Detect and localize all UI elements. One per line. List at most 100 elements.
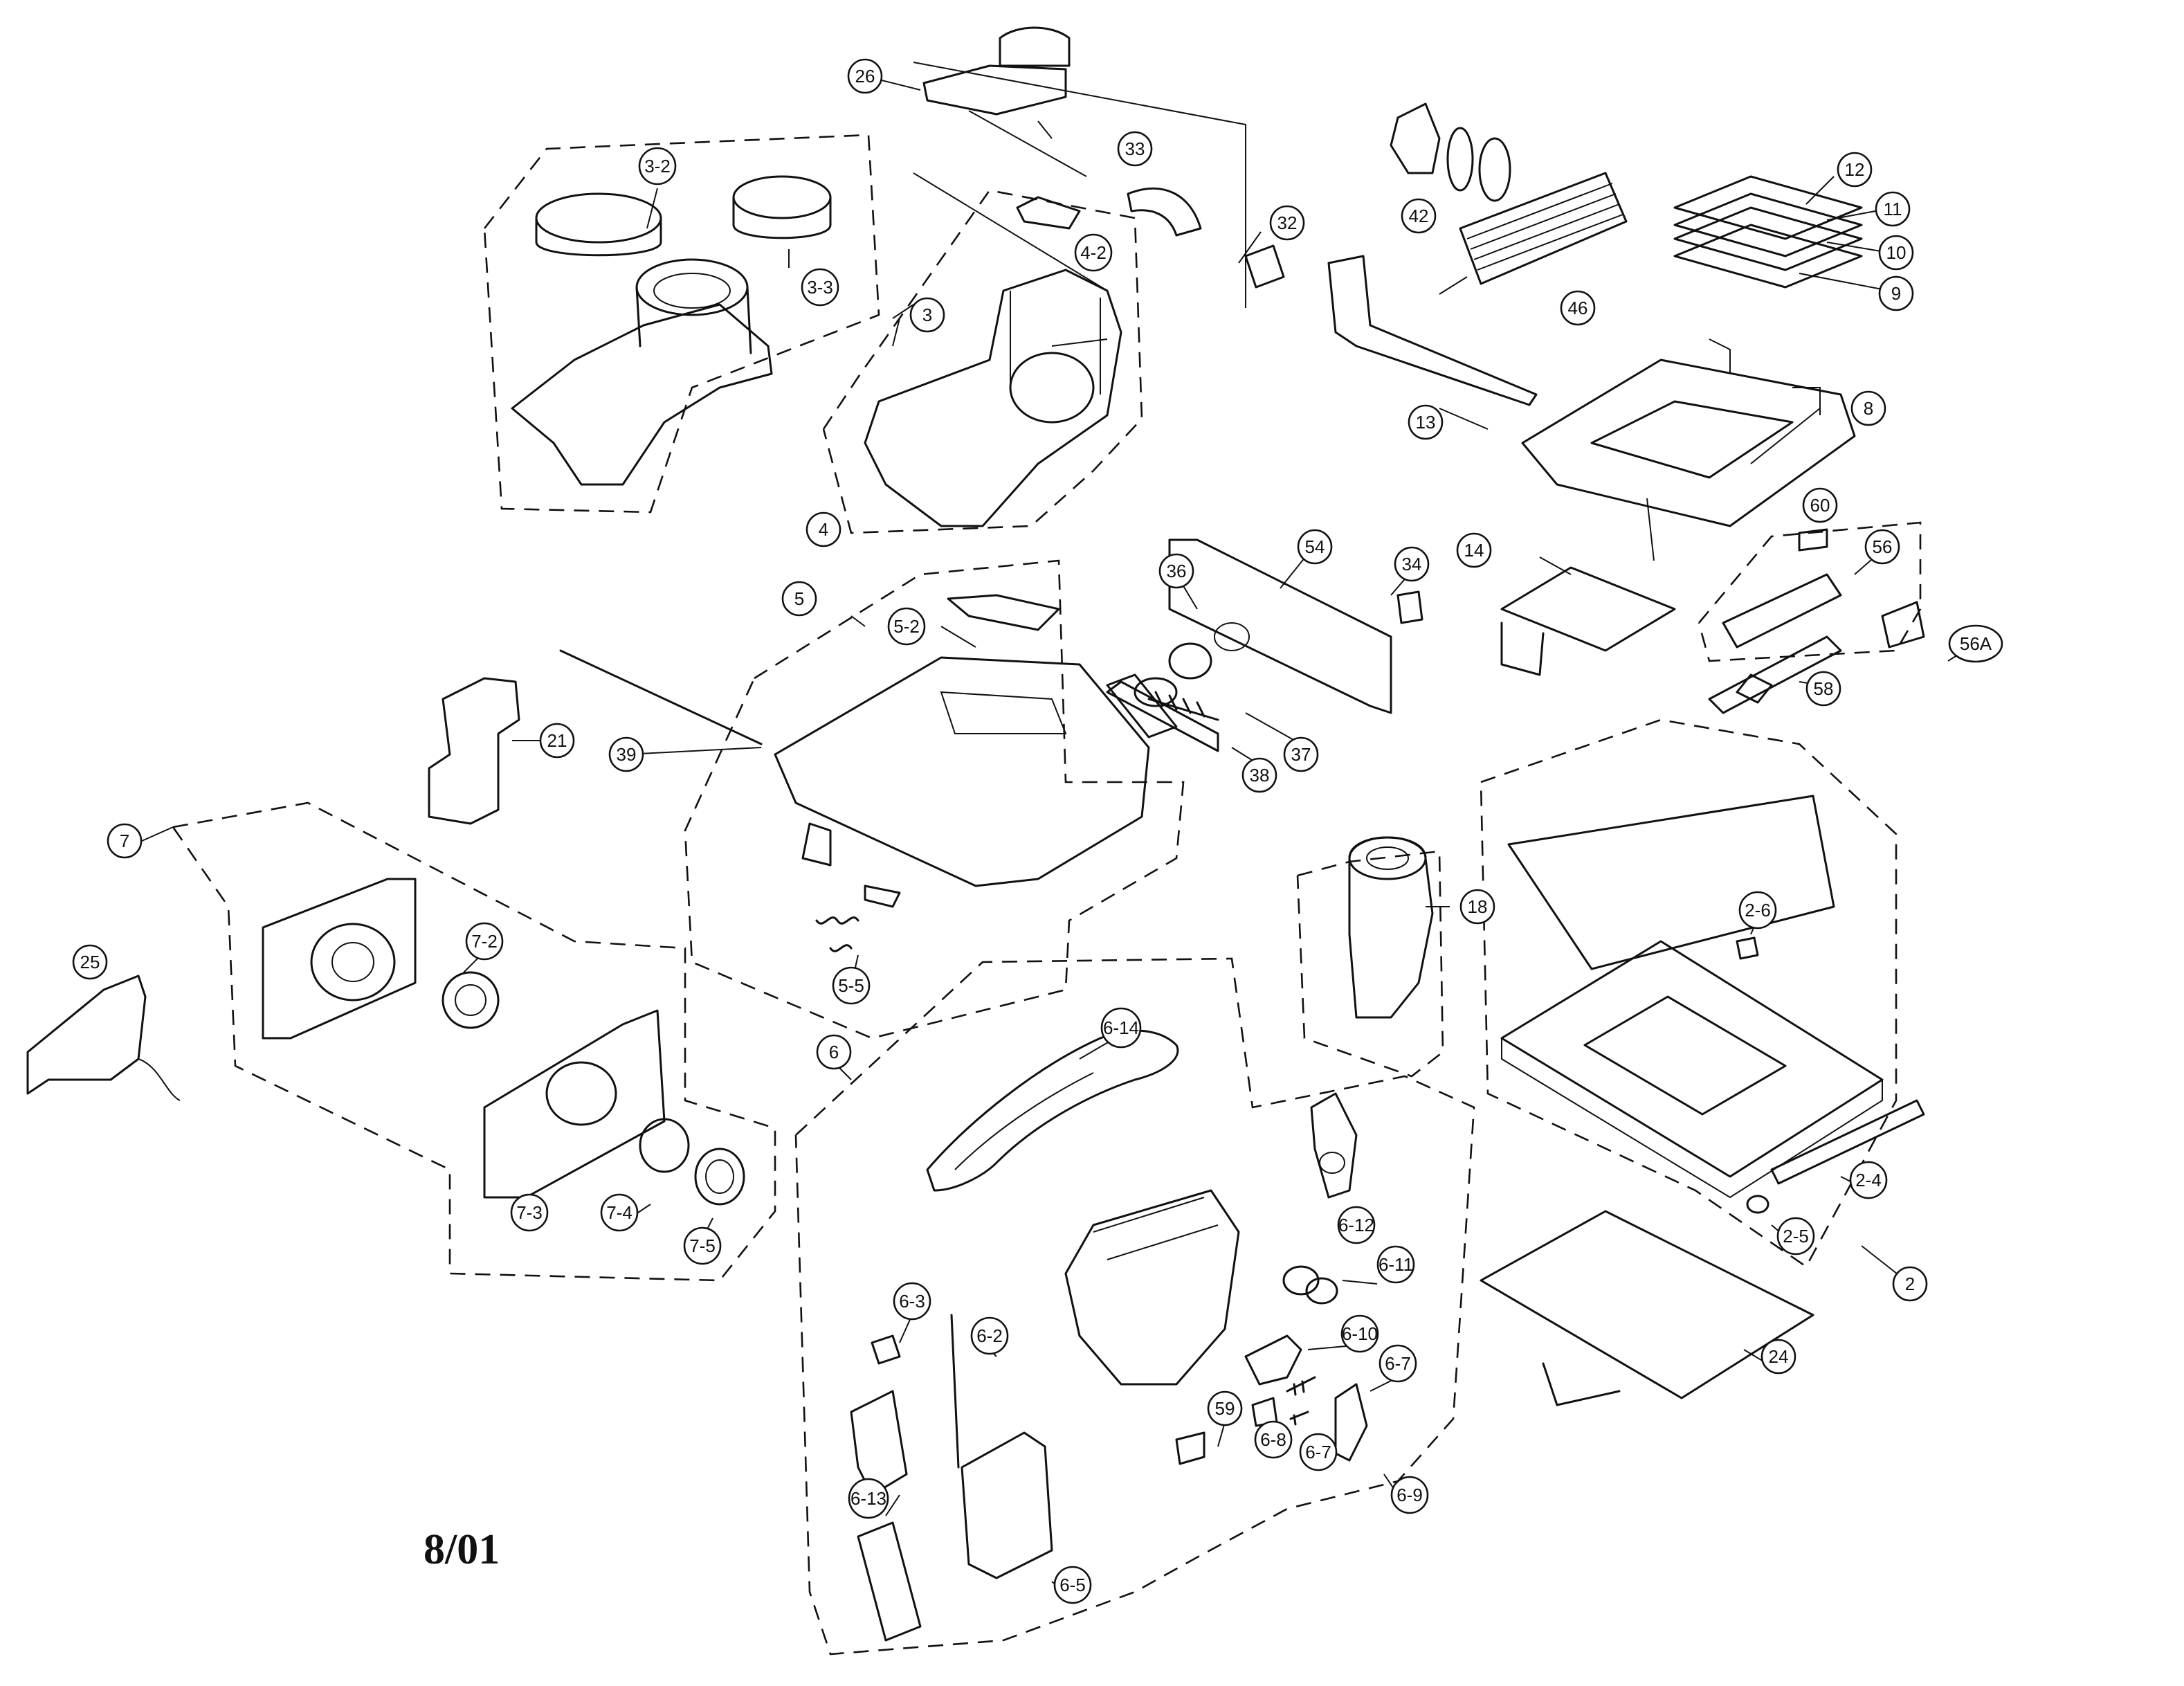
svg-text:7-5: 7-5 bbox=[689, 1235, 716, 1256]
svg-text:2-6: 2-6 bbox=[1745, 900, 1771, 921]
svg-text:10: 10 bbox=[1886, 242, 1907, 263]
svg-text:7-4: 7-4 bbox=[606, 1202, 633, 1223]
part-6-2-rod bbox=[950, 1314, 960, 1469]
part-2-lcd-panel-frame bbox=[1500, 795, 1884, 1199]
svg-text:26: 26 bbox=[855, 66, 875, 87]
svg-text:7-3: 7-3 bbox=[516, 1202, 543, 1223]
callout: 6-7 bbox=[1378, 1344, 1417, 1383]
part-5-5-springs bbox=[815, 916, 859, 952]
svg-text:25: 25 bbox=[80, 952, 100, 972]
svg-text:24: 24 bbox=[1769, 1346, 1789, 1367]
group-2-outline bbox=[1480, 718, 1898, 1268]
callout: 6-9 bbox=[1390, 1476, 1429, 1514]
part-14-lcd-sheet bbox=[1500, 566, 1676, 676]
svg-text:6-11: 6-11 bbox=[1378, 1254, 1413, 1275]
svg-text:3-2: 3-2 bbox=[644, 156, 671, 176]
part-7-5-ring bbox=[694, 1148, 745, 1206]
callout: 6-10 bbox=[1340, 1314, 1379, 1353]
part-34-clip bbox=[1396, 590, 1423, 624]
callout: 3 bbox=[909, 297, 945, 333]
svg-text:5: 5 bbox=[794, 588, 804, 609]
svg-text:34: 34 bbox=[1402, 554, 1422, 574]
part-54-panel bbox=[1168, 538, 1392, 714]
svg-text:56: 56 bbox=[1873, 536, 1893, 557]
svg-text:7: 7 bbox=[120, 831, 129, 851]
svg-text:21: 21 bbox=[547, 730, 567, 751]
callout: 24 bbox=[1760, 1339, 1796, 1375]
part-7-rear-cover bbox=[262, 878, 417, 1040]
callout: 5 bbox=[781, 581, 817, 617]
part-46-vent-grille bbox=[1459, 172, 1628, 285]
svg-text:54: 54 bbox=[1305, 536, 1325, 557]
part-38-bracket bbox=[1106, 680, 1219, 752]
part-32-clip bbox=[1244, 244, 1285, 289]
part-4-body-frame bbox=[864, 269, 1122, 527]
group-3-outline bbox=[483, 134, 880, 514]
callout: 42 bbox=[1401, 198, 1437, 234]
callout: 56 bbox=[1864, 529, 1900, 565]
callout: 6-8 bbox=[1254, 1420, 1293, 1459]
callout: 12 bbox=[1837, 152, 1873, 188]
date-code: 8/01 bbox=[424, 1526, 500, 1573]
svg-text:6-3: 6-3 bbox=[899, 1291, 925, 1312]
svg-text:59: 59 bbox=[1215, 1398, 1235, 1419]
part-5-top-cover bbox=[774, 656, 1150, 908]
group-56-outline bbox=[1698, 521, 1922, 662]
svg-text:6-12: 6-12 bbox=[1338, 1215, 1374, 1235]
callout: 3-3 bbox=[801, 268, 839, 307]
svg-text:56A: 56A bbox=[1960, 633, 1992, 654]
part-5-2-window bbox=[947, 594, 1060, 631]
svg-text:60: 60 bbox=[1810, 495, 1830, 516]
callout: 59 bbox=[1207, 1390, 1243, 1426]
svg-text:42: 42 bbox=[1409, 206, 1429, 226]
callout: 33 bbox=[1117, 131, 1153, 167]
callout: 34 bbox=[1394, 546, 1430, 582]
svg-text:6-13: 6-13 bbox=[850, 1488, 886, 1509]
svg-text:13: 13 bbox=[1416, 412, 1436, 433]
callout: 2-5 bbox=[1776, 1217, 1815, 1256]
svg-text:33: 33 bbox=[1125, 138, 1145, 159]
svg-text:2-4: 2-4 bbox=[1855, 1170, 1882, 1190]
callout: 6-12 bbox=[1337, 1206, 1376, 1244]
svg-text:5-2: 5-2 bbox=[893, 616, 920, 637]
callout: 7-3 bbox=[510, 1193, 549, 1232]
svg-text:58: 58 bbox=[1814, 678, 1834, 699]
part-37-spring bbox=[1106, 673, 1219, 738]
callout: 60 bbox=[1802, 487, 1838, 523]
callout: 32 bbox=[1269, 205, 1305, 241]
callout: 4-2 bbox=[1074, 233, 1113, 272]
callout: 6-2 bbox=[970, 1316, 1009, 1355]
svg-text:36: 36 bbox=[1167, 561, 1187, 581]
svg-text:12: 12 bbox=[1845, 159, 1865, 180]
callout: 10 bbox=[1878, 235, 1914, 271]
part-36-knob bbox=[1134, 642, 1212, 707]
callout: 54 bbox=[1297, 529, 1333, 565]
group-outlines bbox=[172, 134, 1922, 1656]
part-8-lcd-frame bbox=[1521, 338, 1856, 527]
callout: 56A bbox=[1948, 624, 2003, 663]
svg-text:3-3: 3-3 bbox=[807, 277, 833, 298]
part-10-plate bbox=[1673, 206, 1863, 271]
part-3-2-lens-ring bbox=[535, 192, 662, 257]
svg-text:2: 2 bbox=[1905, 1273, 1915, 1294]
callout: 7-4 bbox=[600, 1193, 639, 1232]
callout: 6-7 bbox=[1299, 1433, 1338, 1471]
callout: 6-14 bbox=[1100, 1007, 1142, 1049]
svg-text:18: 18 bbox=[1468, 896, 1488, 917]
callout: 14 bbox=[1456, 532, 1492, 568]
callout: 11 bbox=[1875, 191, 1911, 227]
callout: 7-5 bbox=[683, 1226, 722, 1265]
callout: 9 bbox=[1878, 275, 1914, 311]
part-6-13-bracket bbox=[850, 1390, 908, 1496]
callout: 39 bbox=[608, 736, 644, 772]
svg-text:6-5: 6-5 bbox=[1059, 1575, 1086, 1595]
callout: 37 bbox=[1283, 736, 1319, 772]
callout: 6-3 bbox=[893, 1282, 931, 1321]
callout: 6-13 bbox=[848, 1478, 889, 1519]
svg-text:4: 4 bbox=[819, 519, 828, 540]
part-6-11-knob bbox=[1282, 1265, 1338, 1305]
svg-text:11: 11 bbox=[1884, 199, 1902, 219]
callout: 4 bbox=[806, 511, 841, 547]
part-6-5-door bbox=[857, 1431, 1053, 1642]
callout: 7 bbox=[107, 823, 143, 859]
